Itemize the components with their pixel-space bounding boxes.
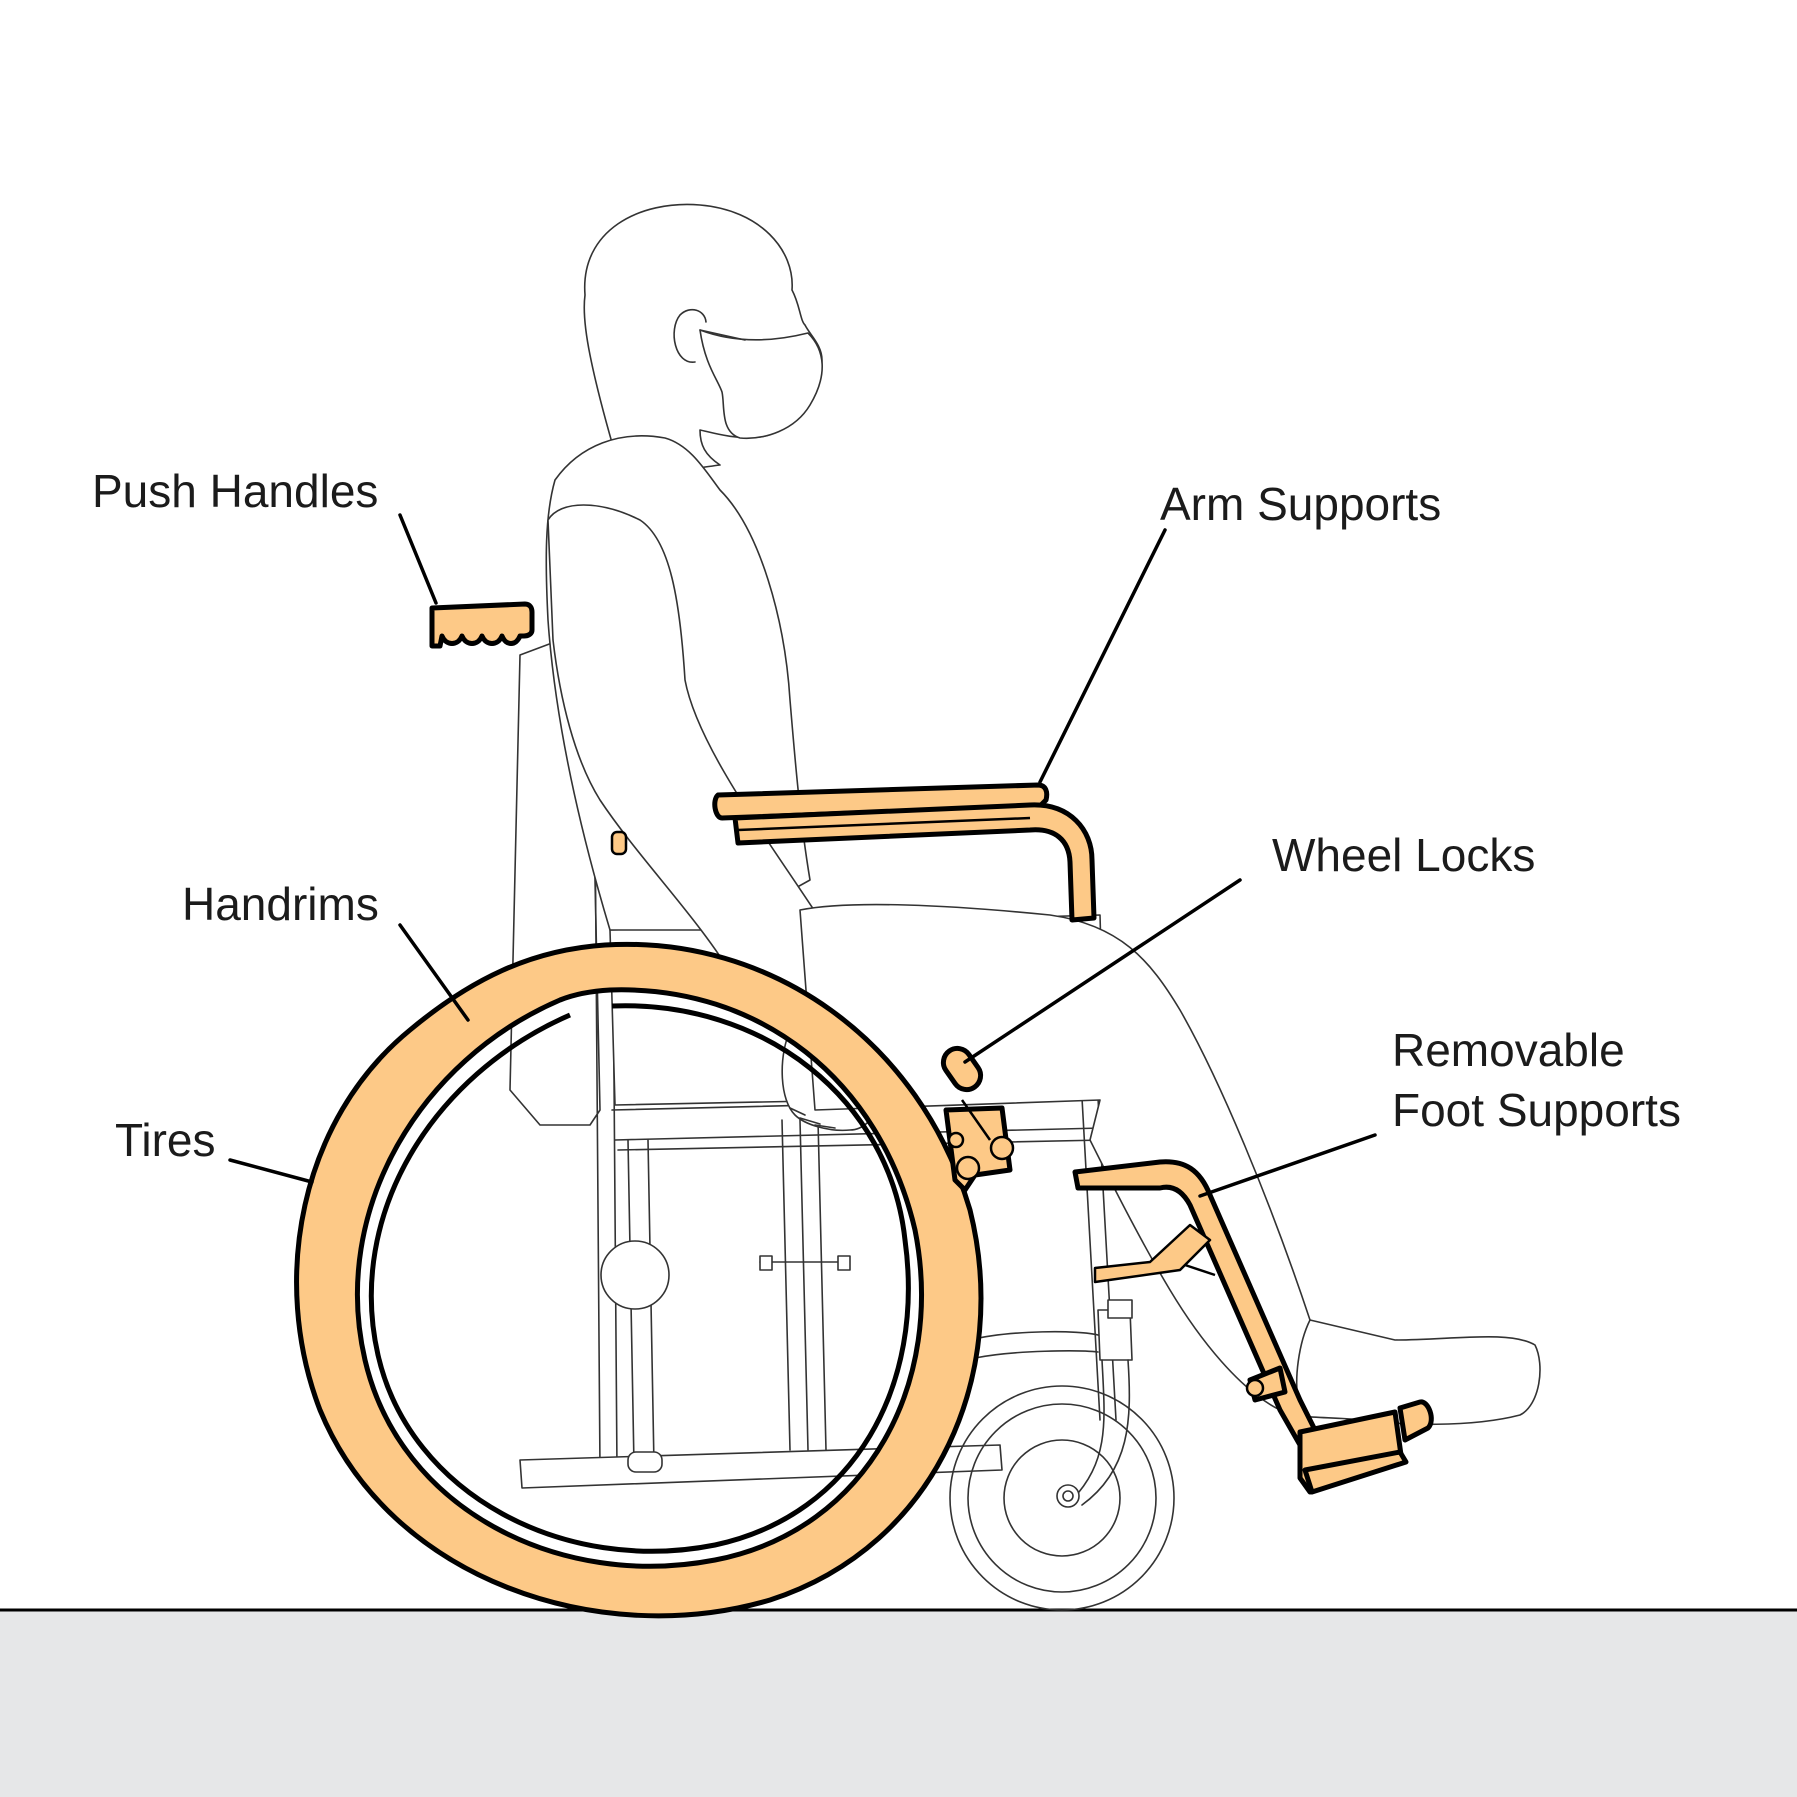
label-tires: Tires [115,1114,216,1166]
wheel-locks-leader [963,878,1242,1064]
tire [294,941,984,1619]
arm-support-tube [732,802,1097,923]
handrim [368,1003,911,1554]
label-foot-supports: Foot Supports [1392,1084,1681,1136]
handrims-leader [398,923,470,1022]
label-arm-supports: Arm Supports [1160,478,1441,530]
label-push-handles: Push Handles [92,465,378,517]
label-wheel-locks: Wheel Locks [1272,829,1535,881]
tires-leader [228,1158,314,1184]
arm-supports-leader [1038,528,1167,784]
wheel-lock [940,1045,1015,1193]
label-handrims: Handrims [182,878,379,930]
label-removable: Removable [1392,1024,1625,1076]
push-handles-leader [398,513,438,605]
foot-supports-leader [1198,1133,1377,1198]
ground [0,1610,1797,1797]
foot-support [1072,1159,1434,1495]
push-handle [429,601,535,649]
